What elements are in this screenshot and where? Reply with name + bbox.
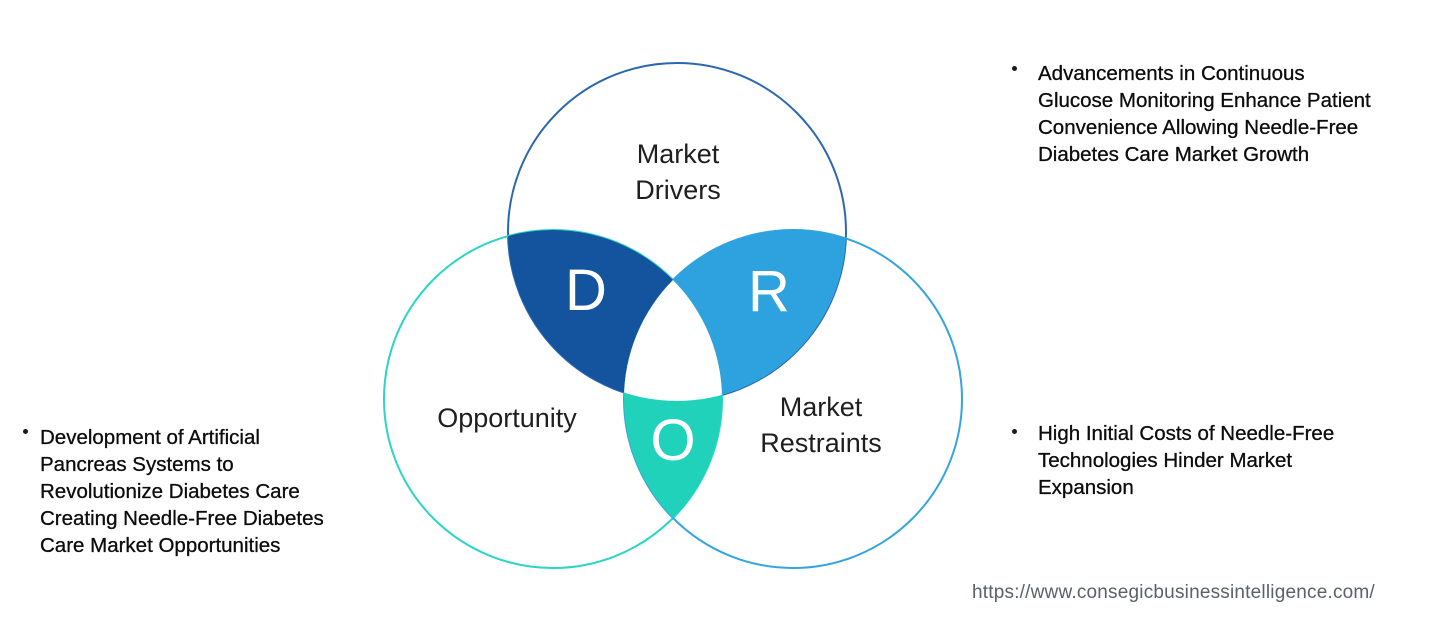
opportunity-note-line: Development of Artificial	[40, 426, 260, 449]
opportunity-note: Development of Artificial Pancreas Syste…	[23, 424, 324, 559]
restraints-label: Market Restraints	[760, 389, 882, 461]
restraints-label-line1: Market	[779, 392, 863, 422]
opportunity-note-line: Revolutionize Diabetes Care	[40, 480, 300, 503]
opportunity-note-line: Creating Needle-Free Diabetes	[40, 507, 324, 530]
drivers-label-line1: Market	[636, 139, 720, 169]
drivers-note-line: Convenience Allowing Needle-Free	[1038, 116, 1359, 139]
source-url: https://www.consegicbusinessintelligence…	[972, 582, 1375, 603]
restraints-note-line: Technologies Hinder Market	[1038, 449, 1293, 472]
drivers-note-line: Diabetes Care Market Growth	[1038, 143, 1310, 166]
opportunity-label: Opportunity	[437, 403, 577, 433]
bullet-dot-icon	[1012, 66, 1017, 71]
drivers-note: Advancements in Continuous Glucose Monit…	[1012, 60, 1371, 168]
opportunity-overlap-letter: O	[650, 408, 696, 473]
restraints-overlap-letter: R	[748, 259, 790, 324]
drivers-note-line: Glucose Monitoring Enhance Patient	[1038, 89, 1371, 112]
opportunity-note-line: Pancreas Systems to	[40, 453, 234, 476]
drivers-overlap-letter: D	[565, 258, 607, 323]
restraints-note-line: High Initial Costs of Needle-Free	[1038, 422, 1335, 445]
restraints-label-line2: Restraints	[760, 428, 882, 458]
drivers-label: Market Drivers	[635, 136, 721, 208]
restraints-note-line: Expansion	[1038, 476, 1134, 499]
drivers-label-line2: Drivers	[635, 175, 721, 205]
opportunity-note-line: Care Market Opportunities	[40, 534, 281, 557]
bullet-dot-icon	[1012, 429, 1017, 434]
restraints-note: High Initial Costs of Needle-Free Techno…	[1012, 420, 1334, 501]
drivers-note-line: Advancements in Continuous	[1038, 62, 1305, 85]
bullet-dot-icon	[23, 429, 28, 434]
